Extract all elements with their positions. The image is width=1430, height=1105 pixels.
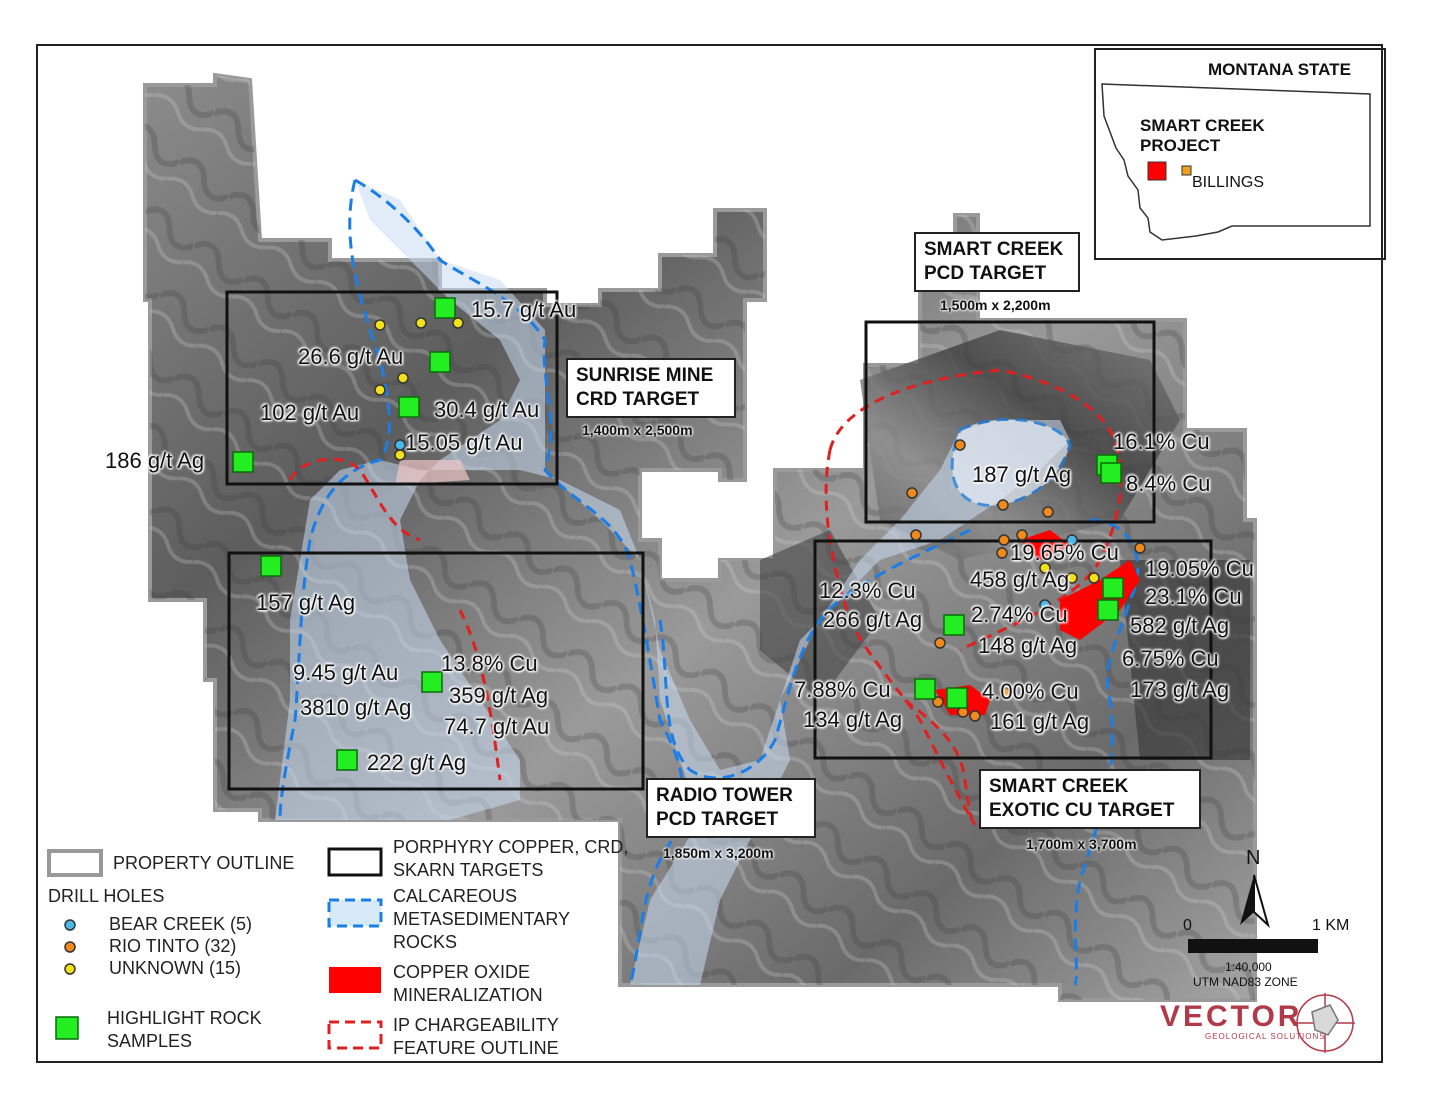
- radio-tower-target-dims: 1,850m x 3,200m: [663, 845, 774, 861]
- smart-creek-pcd-target-label: SMART CREEK PCD TARGET: [914, 232, 1080, 292]
- scale-projection-label: UTM NAD83 ZONE: [1193, 975, 1298, 987]
- legend-porphyry-swatch: [327, 847, 383, 877]
- scale-zero-label: 0: [1183, 917, 1192, 934]
- sample-label: 13.8% Cu: [441, 651, 538, 676]
- sample-label: 74.7 g/t Au: [444, 714, 550, 739]
- sunrise-target-box: [225, 290, 559, 486]
- sample-label: 148 g/t Ag: [978, 633, 1078, 658]
- legend-porphyry-label: PORPHYRY COPPER, CRD, SKARN TARGETS: [393, 837, 629, 880]
- legend-highlight-swatch: [55, 1016, 79, 1040]
- sample-label: 161 g/t Ag: [990, 709, 1090, 734]
- sample-label: 15.7 g/t Au: [471, 297, 577, 322]
- legend-calcareous-label: CALCAREOUS METASEDIMENTARY ROCKS: [393, 886, 570, 952]
- north-label: N: [1246, 847, 1261, 869]
- sunrise-target-label: SUNRISE MINE CRD TARGET: [566, 358, 736, 418]
- inset-project-label: SMART CREEK PROJECT: [1140, 116, 1265, 155]
- legend-ip-label: IP CHARGEABILITY FEATURE OUTLINE: [393, 1015, 559, 1058]
- location-inset: [1094, 48, 1386, 260]
- exotic-cu-target-box: [813, 539, 1213, 760]
- legend-unknown-label: UNKNOWN (15): [109, 958, 242, 978]
- smart-creek-pcd-target-dims: 1,500m x 2,200m: [940, 297, 1051, 313]
- sunrise-target-dims: 1,400m x 2,500m: [582, 422, 693, 438]
- sample-label: 12.3% Cu: [819, 578, 916, 603]
- billings-marker: [1181, 165, 1192, 176]
- montana-outline-icon: [1101, 83, 1371, 241]
- bear-creek-drill-holes: [394, 439, 1078, 611]
- inset-state-label: MONTANA STATE: [1208, 60, 1351, 79]
- project-location-marker: [1147, 161, 1167, 181]
- sample-label: 2.74% Cu: [971, 602, 1068, 627]
- inset-city-label: BILLINGS: [1192, 174, 1265, 191]
- sample-label: 102 g/t Au: [260, 400, 360, 425]
- legend-property-label: PROPERTY OUTLINE: [113, 853, 295, 873]
- sample-label: 30.4 g/t Au: [434, 397, 540, 422]
- sample-label: 23.1% Cu: [1145, 584, 1242, 609]
- sample-label: 8.4% Cu: [1126, 471, 1211, 496]
- legend-calcareous-swatch: [327, 898, 383, 928]
- radio-tower-target-label: RADIO TOWER PCD TARGET: [646, 778, 816, 838]
- rio-tinto-drill-holes: [906, 439, 1146, 722]
- sample-label: 16.1% Cu: [1113, 429, 1210, 454]
- legend-copper-oxide-swatch: [329, 967, 381, 993]
- drill-holes: [374, 317, 1146, 722]
- highlight-rock-samples: [232, 297, 1124, 771]
- sample-label: 359 g/t Ag: [449, 683, 549, 708]
- scale-ratio-label: 1:40,000: [1225, 960, 1272, 974]
- legend-swatches: [47, 847, 383, 1050]
- calcareous-rocks: [275, 178, 1140, 986]
- sample-label: 26.6 g/t Au: [298, 344, 404, 369]
- sample-label: 582 g/t Ag: [1130, 613, 1230, 638]
- radio-tower-target-box: [227, 551, 645, 791]
- sample-label: 15.05 g/t Au: [405, 430, 523, 455]
- sample-label: 9.45 g/t Au: [293, 660, 399, 685]
- legend-property-swatch: [47, 849, 103, 877]
- sample-label: 19.05% Cu: [1145, 556, 1254, 581]
- legend-drill-holes-heading: DRILL HOLES: [48, 886, 165, 906]
- sample-label: 6.75% Cu: [1122, 646, 1219, 671]
- sample-label: 4.00% Cu: [982, 679, 1079, 704]
- sample-label: 3810 g/t Ag: [300, 695, 412, 720]
- scale-one-km-label: 1 KM: [1312, 917, 1350, 934]
- exotic-cu-target-dims: 1,700m x 3,700m: [1026, 836, 1137, 852]
- sample-label: 222 g/t Ag: [367, 750, 467, 775]
- smart-creek-pcd-target-box: [864, 320, 1156, 524]
- legend-highlight-label: HIGHLIGHT ROCK SAMPLES: [107, 1008, 262, 1051]
- scale-bar: [1188, 939, 1318, 953]
- sample-label: 458 g/t Ag: [970, 567, 1070, 592]
- sample-label: 186 g/t Ag: [105, 448, 205, 473]
- legend-rio-tinto-swatch: [64, 941, 76, 953]
- vector-logo-text: VECTOR: [1160, 1000, 1303, 1033]
- legend-rio-tinto-label: RIO TINTO (32): [109, 936, 237, 956]
- north-arrow-icon: [1240, 874, 1270, 929]
- sample-label: 134 g/t Ag: [803, 707, 903, 732]
- sample-label: 157 g/t Ag: [256, 590, 356, 615]
- unknown-drill-holes: [374, 317, 1100, 584]
- target-outlines: [225, 290, 1213, 791]
- legend-ip-swatch: [327, 1020, 383, 1050]
- vector-logo-icon: [1295, 993, 1355, 1053]
- sample-label: 19.65% Cu: [1010, 540, 1119, 565]
- vector-logo-subtitle: GEOLOGICAL SOLUTIONS: [1205, 1032, 1326, 1041]
- ip-chargeability-outlines: [288, 368, 1123, 827]
- exotic-cu-target-label: SMART CREEK EXOTIC CU TARGET: [979, 769, 1201, 829]
- legend-bear-creek-swatch: [64, 919, 76, 931]
- sample-label: 7.88% Cu: [794, 677, 891, 702]
- legend-bear-creek-label: BEAR CREEK (5): [109, 914, 253, 934]
- legend-unknown-swatch: [64, 963, 76, 975]
- sample-label: 173 g/t Ag: [1130, 677, 1230, 702]
- sample-label: 187 g/t Ag: [972, 462, 1072, 487]
- sample-label: 266 g/t Ag: [823, 607, 923, 632]
- legend-copper-oxide-label: COPPER OXIDE MINERALIZATION: [393, 962, 543, 1005]
